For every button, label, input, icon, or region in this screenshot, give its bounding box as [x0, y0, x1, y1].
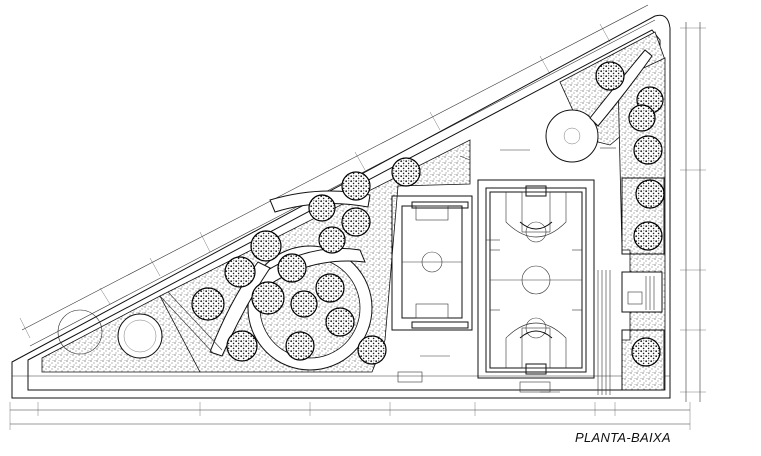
drawing-caption: PLANTA-BAIXA — [575, 430, 671, 445]
tree-icon — [251, 281, 285, 315]
tree-icon — [226, 330, 258, 362]
tree-icon — [224, 256, 256, 288]
tree-canopies — [191, 61, 665, 367]
tree-icon — [341, 207, 371, 237]
ramps-steps — [159, 270, 611, 395]
tree-icon — [325, 307, 355, 337]
tree-icon — [285, 331, 315, 361]
tree-icon — [341, 171, 371, 201]
tree-icon — [391, 157, 421, 187]
tree-icon — [290, 290, 318, 318]
small-court — [391, 195, 473, 331]
tree-icon — [595, 61, 625, 91]
tree-icon — [250, 230, 282, 262]
tree-icon — [318, 226, 346, 254]
east-building — [621, 177, 665, 391]
main-court — [477, 179, 595, 379]
north-circle — [545, 49, 653, 163]
west-circles — [57, 309, 163, 359]
tree-icon — [308, 194, 336, 222]
tree-icon — [357, 335, 387, 365]
tree-icon — [633, 221, 663, 251]
tree-icon — [315, 273, 345, 303]
annotation-marks — [420, 147, 616, 393]
tree-icon — [635, 179, 665, 209]
tree-icon — [277, 253, 307, 283]
bottom-dimension-lines — [9, 402, 691, 430]
tree-icon — [631, 337, 661, 367]
tree-icon — [628, 104, 656, 132]
right-dimension-lines — [680, 22, 706, 402]
tree-icon — [191, 287, 225, 321]
tree-icon — [633, 135, 663, 165]
